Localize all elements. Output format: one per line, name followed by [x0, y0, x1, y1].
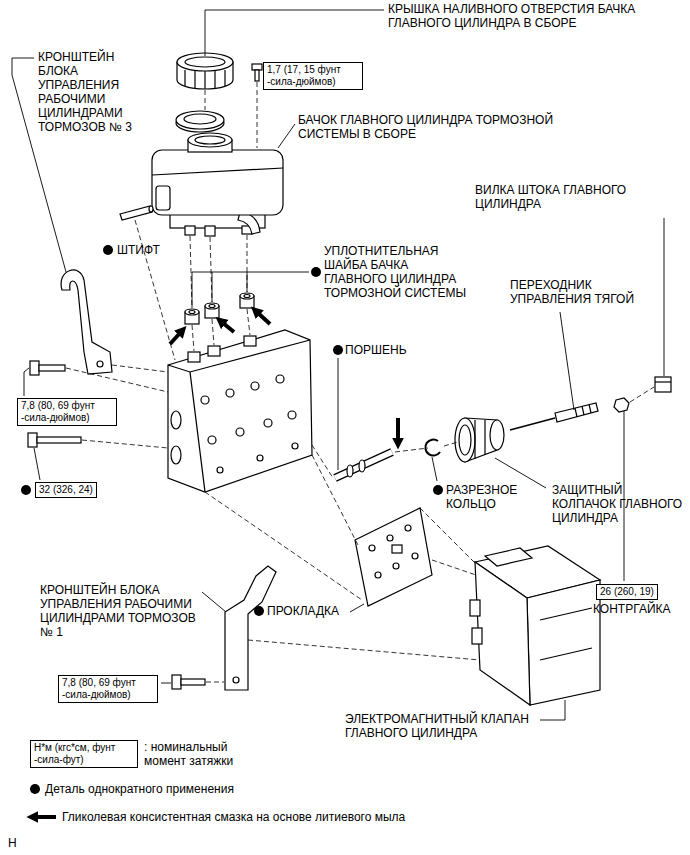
piston [335, 452, 392, 478]
torque-value: 7,8 (80, 69 фунт -сила-дюймов) [21, 400, 113, 424]
part-label: H [8, 836, 17, 850]
legend-text: Деталь однократного применения [45, 782, 234, 796]
part-label: ВИЛКА ШТОКА ГЛАВНОГО ЦИЛИНДРА [475, 183, 680, 211]
torque-value: Н*м (кгс*см, фунт -сила-фут) [34, 742, 134, 766]
torque-value: 7,8 (80, 69 фунт -сила-дюймов) [62, 677, 154, 701]
clevis [655, 377, 671, 392]
reservoir [152, 133, 283, 236]
part-label: КОНТРГАЙКА [593, 602, 671, 616]
torque-value: 26 (260, 19) [600, 586, 654, 598]
reservoir-washers [185, 293, 254, 324]
pin [120, 206, 153, 220]
part-label: РАЗРЕЗНОЕ КОЛЬЦО [446, 483, 546, 511]
part-label: ЗАЩИТНЫЙ КОЛПАЧОК ГЛАВНОГО ЦИЛИНДРА [552, 483, 684, 525]
leader-lines [12, 10, 664, 720]
part-label: КРЫШКА НАЛИВНОГО ОТВЕРСТИЯ БАЧКА ГЛАВНОГ… [388, 2, 650, 30]
part-label: ПРОКЛАДКА [267, 604, 339, 618]
torque-value: 32 (326, 24) [39, 484, 93, 496]
legend-text: : номинальный момент затяжки [144, 740, 254, 768]
non-reusable-marks [21, 245, 443, 794]
torque-value: 1,7 (17, 15 фунт -сила-дюймов) [267, 64, 359, 88]
adapter [555, 403, 598, 422]
torque-box: 32 (326, 24) [35, 482, 97, 498]
parts [28, 53, 671, 705]
part-label: КРОНШТЕЙН БЛОКА УПРАВЛЕНИЯ РАБОЧИМИ ЦИЛИ… [38, 50, 148, 134]
torque-box: 26 (260, 19) [596, 584, 658, 600]
torque-box: 1,7 (17, 15 фунт -сила-дюймов) [263, 62, 363, 90]
plate-gasket [355, 508, 432, 606]
part-label: ШТИФТ [117, 243, 160, 257]
torque-box: 7,8 (80, 69 фунт -сила-дюймов) [17, 398, 117, 426]
part-label: ЭЛЕКТРОМАГНИТНЫЙ КЛАПАН ГЛАВНОГО ЦИЛИНДР… [345, 712, 577, 740]
reservoir-gasket [176, 111, 224, 132]
part-label: ПОРШЕНЬ [345, 343, 407, 357]
bracket-1 [225, 566, 276, 690]
part-label: КРОНШТЕЙН БЛОКА УПРАВЛЕНИЯ РАБОЧИМИ ЦИЛИ… [40, 583, 198, 639]
part-label: ПЕРЕХОДНИК УПРАВЛЕНИЯ ТЯГОЙ [510, 278, 660, 306]
locknut [614, 398, 629, 412]
torque-box: 7,8 (80, 69 фунт -сила-дюймов) [58, 675, 158, 703]
boot [455, 418, 504, 462]
part-label: БАЧОК ГЛАВНОГО ЦИЛИНДРА ТОРМОЗНОЙ СИСТЕМ… [298, 113, 588, 141]
snap-ring [425, 440, 440, 456]
solenoid-valve [470, 546, 600, 705]
screw [252, 64, 262, 81]
torque-box: Н*м (кгс*см, фунт -сила-фут) [30, 740, 138, 768]
filler-cap [177, 53, 233, 89]
legend-text: Гликолевая консистентная смазка на основ… [62, 810, 405, 824]
bracket-3 [61, 270, 112, 374]
part-label: УПЛОТНИТЕЛЬНАЯ ШАЙБА БАЧКА ГЛАВНОГО ЦИЛИ… [324, 244, 474, 300]
push-rod [510, 418, 555, 430]
master-cylinder-body [168, 330, 312, 492]
